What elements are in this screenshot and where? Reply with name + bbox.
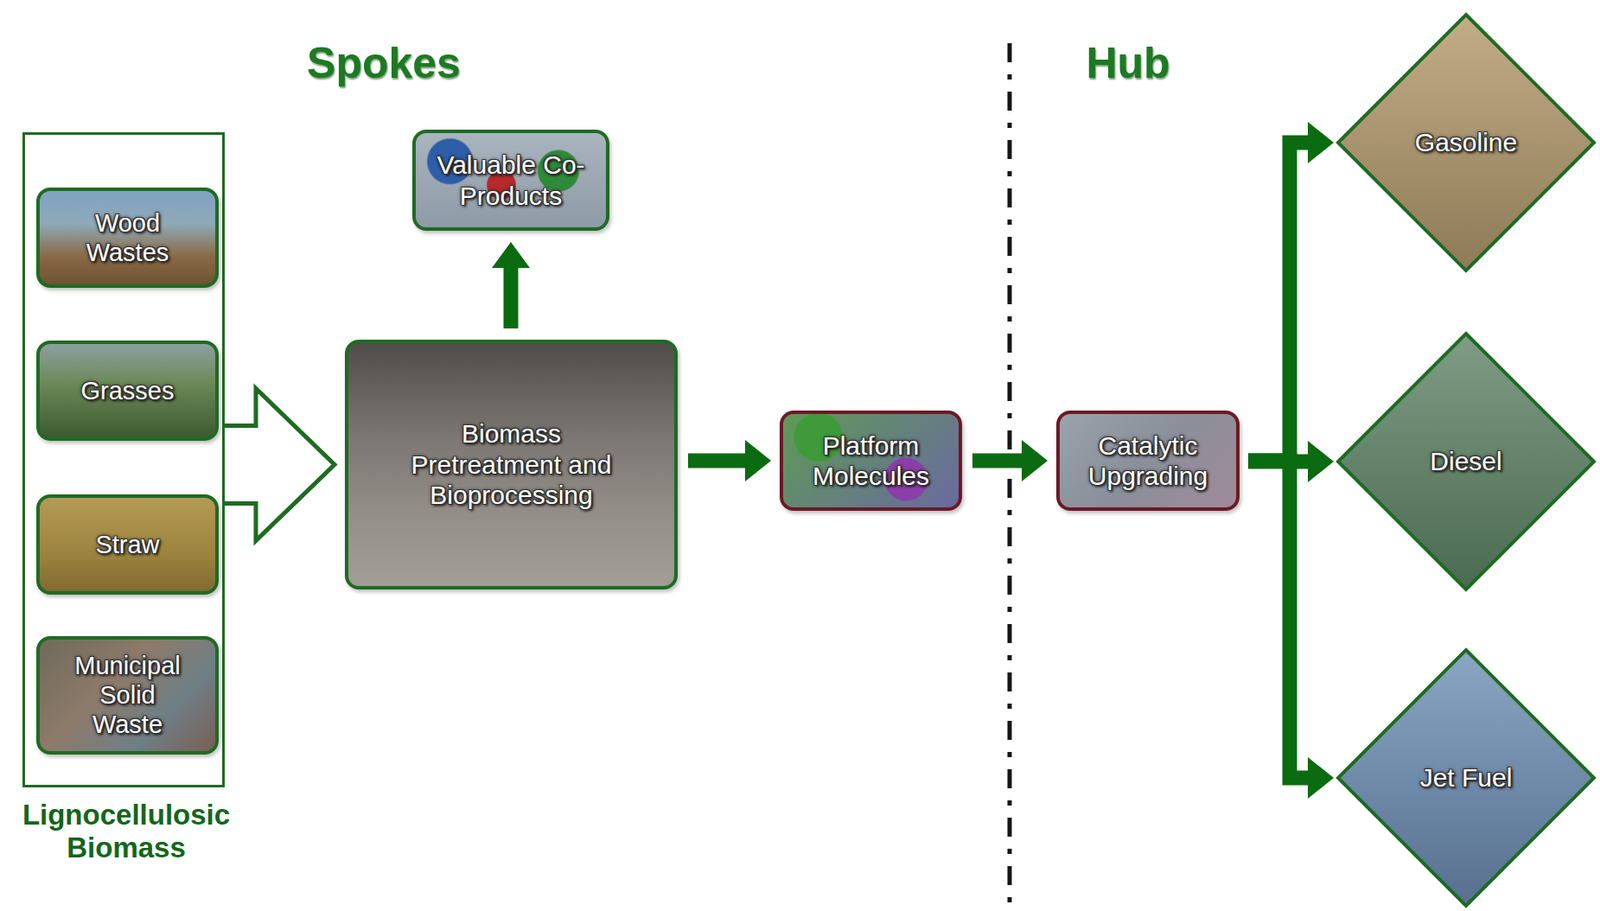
process-box: Grasses — [36, 340, 219, 441]
flow-arrow — [1248, 460, 1334, 799]
diamond-shape — [1338, 333, 1594, 590]
node-label: Grasses — [81, 376, 175, 406]
region-label: Hub — [1085, 39, 1170, 88]
diamond-shape — [1338, 650, 1594, 906]
region-label: Spokes — [306, 39, 461, 88]
arrow-shaft — [972, 453, 1022, 469]
arrow-head — [745, 439, 772, 482]
arrow-shaft — [1248, 460, 1308, 778]
flow-arrow — [224, 388, 335, 542]
arrow-shaft — [688, 453, 746, 469]
process-box: Straw — [36, 494, 219, 595]
node-label: Wood Wastes — [63, 208, 193, 268]
node-label: Catalytic Upgrading — [1070, 430, 1226, 492]
node-label: Valuable Co-Products — [433, 149, 589, 211]
node-label: Diesel — [1429, 446, 1502, 477]
node-label: Jet Fuel — [1420, 762, 1513, 793]
product-diamond: Diesel — [1336, 331, 1596, 592]
node-label: Platform Molecules — [793, 430, 950, 492]
node-label: Straw — [95, 529, 160, 560]
flow-arrow — [1248, 121, 1334, 461]
arrow-shaft — [1248, 142, 1308, 461]
group-heading: Lignocellulosic Biomass — [5, 798, 248, 866]
node-label: Municipal Solid Waste — [67, 650, 189, 740]
product-diamond: Jet Fuel — [1336, 648, 1596, 908]
process-box: Valuable Co-Products — [412, 129, 610, 231]
arrow-head — [1021, 439, 1048, 482]
process-box: Municipal Solid Waste — [36, 636, 219, 755]
process-box: Biomass Pretreatment and Bioprocessing — [344, 339, 678, 590]
process-box: Catalytic Upgrading — [1056, 410, 1240, 511]
arrow-head — [491, 242, 530, 268]
product-diamond: Gasoline — [1336, 12, 1596, 273]
arrow-head — [1307, 440, 1334, 483]
hub-divider — [1007, 43, 1013, 904]
feedstock-group: Lignocellulosic BiomassWood WastesGrasse… — [22, 132, 225, 788]
process-box: Platform Molecules — [779, 410, 963, 511]
arrow-shaft — [503, 267, 519, 329]
flow-arrow — [491, 242, 530, 329]
flow-arrow — [972, 439, 1048, 482]
arrow-head — [1307, 757, 1334, 799]
node-label: Biomass Pretreatment and Bioprocessing — [395, 418, 629, 510]
node-label: Gasoline — [1415, 127, 1518, 158]
hollow-arrow — [224, 388, 335, 542]
arrow-head — [1307, 121, 1334, 164]
process-box: Wood Wastes — [36, 187, 219, 288]
diamond-shape — [1338, 14, 1594, 271]
flow-arrow — [688, 439, 772, 482]
